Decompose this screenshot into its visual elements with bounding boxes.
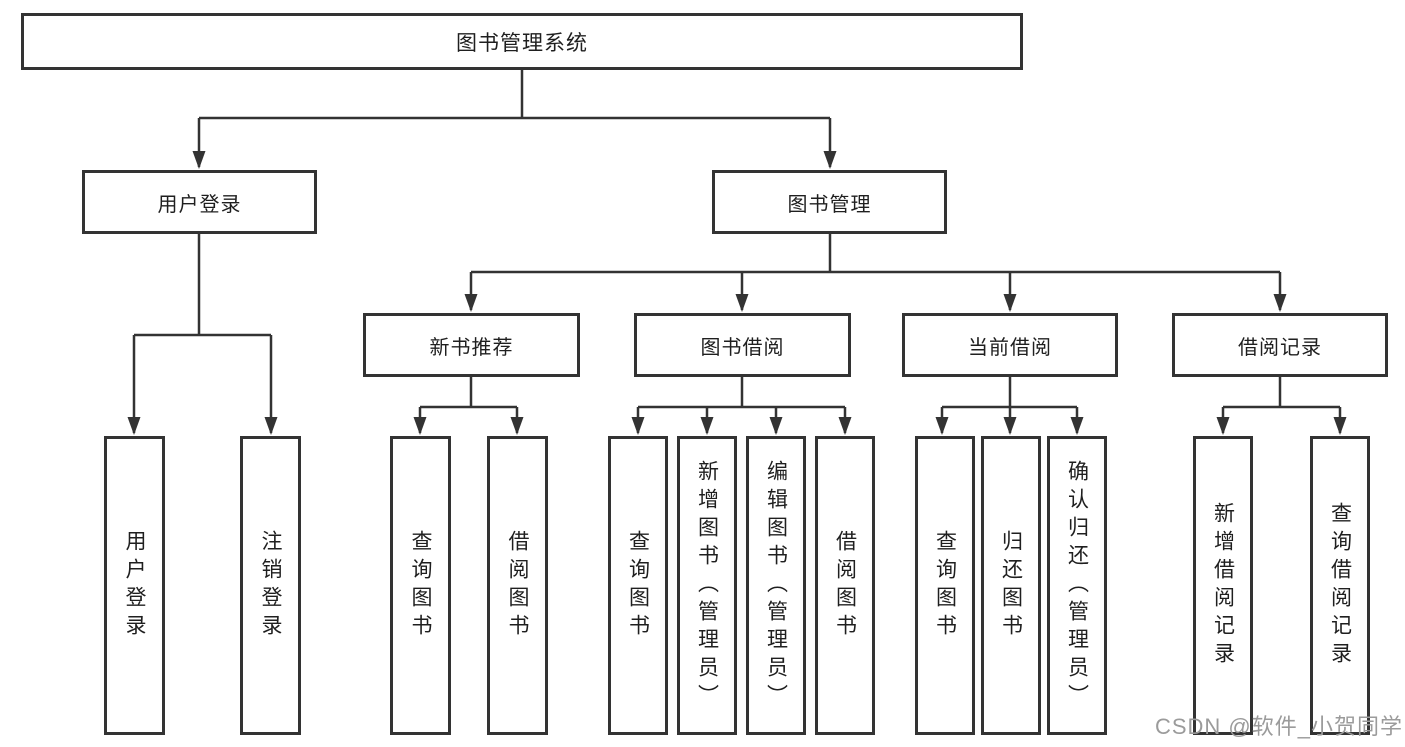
node-borrow-books-borrowing: 借阅图书: [815, 436, 875, 735]
node-edit-book-admin: 编辑图书（管理员）: [746, 436, 806, 735]
node-query-books-borrowing: 查询图书: [608, 436, 668, 735]
node-query-borrow-record: 查询借阅记录: [1310, 436, 1370, 735]
node-logout: 注销登录: [240, 436, 301, 735]
node-confirm-return-admin: 确认归还（管理员）: [1047, 436, 1107, 735]
watermark: CSDN @软件_小贺同学: [1154, 714, 1403, 739]
node-add-borrow-record: 新增借阅记录: [1193, 436, 1253, 735]
node-library-management-system: 图书管理系统: [21, 13, 1023, 70]
node-book-borrowing: 图书借阅: [634, 313, 851, 377]
node-borrow-books-recommend: 借阅图书: [487, 436, 548, 735]
node-book-management: 图书管理: [712, 170, 947, 234]
node-return-book: 归还图书: [981, 436, 1041, 735]
node-user-login: 用户登录: [82, 170, 317, 234]
node-current-borrowing: 当前借阅: [902, 313, 1118, 377]
node-new-book-recommendation: 新书推荐: [363, 313, 580, 377]
node-add-book-admin: 新增图书（管理员）: [677, 436, 737, 735]
node-borrowing-records: 借阅记录: [1172, 313, 1388, 377]
node-user-login-leaf: 用户登录: [104, 436, 165, 735]
node-query-books-current: 查询图书: [915, 436, 975, 735]
node-query-books-recommend: 查询图书: [390, 436, 451, 735]
